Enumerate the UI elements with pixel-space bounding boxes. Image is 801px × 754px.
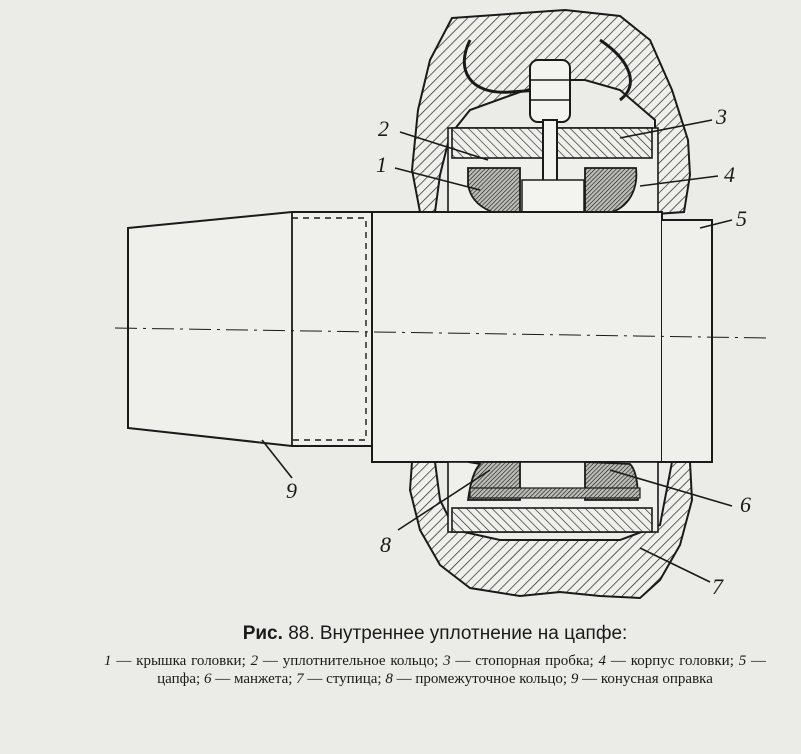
intermediate-ring-upper xyxy=(521,179,585,213)
legend-item: 6 — манжета; xyxy=(203,671,297,687)
legend-item: 8 — промежуточное кольцо; xyxy=(385,671,571,687)
figure-caption: Рис. 88. Внутреннее уплотнение на цапфе:… xyxy=(90,622,780,688)
legend-item: 5 — цапфа; xyxy=(157,653,767,687)
legend-item: 2 — уплотнительное кольцо; xyxy=(250,653,444,669)
head-body-upper xyxy=(410,8,692,216)
callout-3: 3 xyxy=(716,104,727,129)
callout-6: 6 xyxy=(740,492,751,517)
caption-prefix: Рис. xyxy=(242,623,283,644)
caption-number: 88 xyxy=(288,623,310,644)
seal-drawing xyxy=(114,8,769,600)
stopper-plug-head xyxy=(529,59,571,123)
caption-legend: 1 — крышка головки; 2 — уплотнительное к… xyxy=(104,652,766,688)
callout-5: 5 xyxy=(736,206,747,231)
legend-item: 4 — корпус головки; xyxy=(598,653,739,669)
trunnion-end xyxy=(662,219,713,463)
callout-9: 9 xyxy=(286,478,297,503)
legend-item: 7 — ступица; xyxy=(296,671,386,687)
caption-title-text: . Внутреннее уплотнение на цапфе: xyxy=(309,623,628,644)
legend-item: 3 — стопорная пробка; xyxy=(443,653,599,669)
callout-4: 4 xyxy=(724,162,735,187)
callout-7: 7 xyxy=(712,574,723,599)
callout-2: 2 xyxy=(378,116,389,141)
axis-line xyxy=(114,327,769,339)
leader-lines xyxy=(261,119,733,583)
legend-item: 1 — крышка головки; xyxy=(104,653,251,669)
trunnion xyxy=(371,211,663,463)
callout-1: 1 xyxy=(376,152,387,177)
grease-channel xyxy=(462,38,632,102)
head-cover-lower xyxy=(451,507,653,533)
callout-8: 8 xyxy=(380,532,391,557)
mandrel-hidden-edge xyxy=(292,217,367,441)
hub-lower xyxy=(408,461,694,600)
legend-item: 9 — конусная оправка xyxy=(570,671,713,687)
caption-title: Рис. 88. Внутреннее уплотнение на цапфе: xyxy=(90,622,780,646)
intermediate-ring-lower xyxy=(469,487,641,499)
